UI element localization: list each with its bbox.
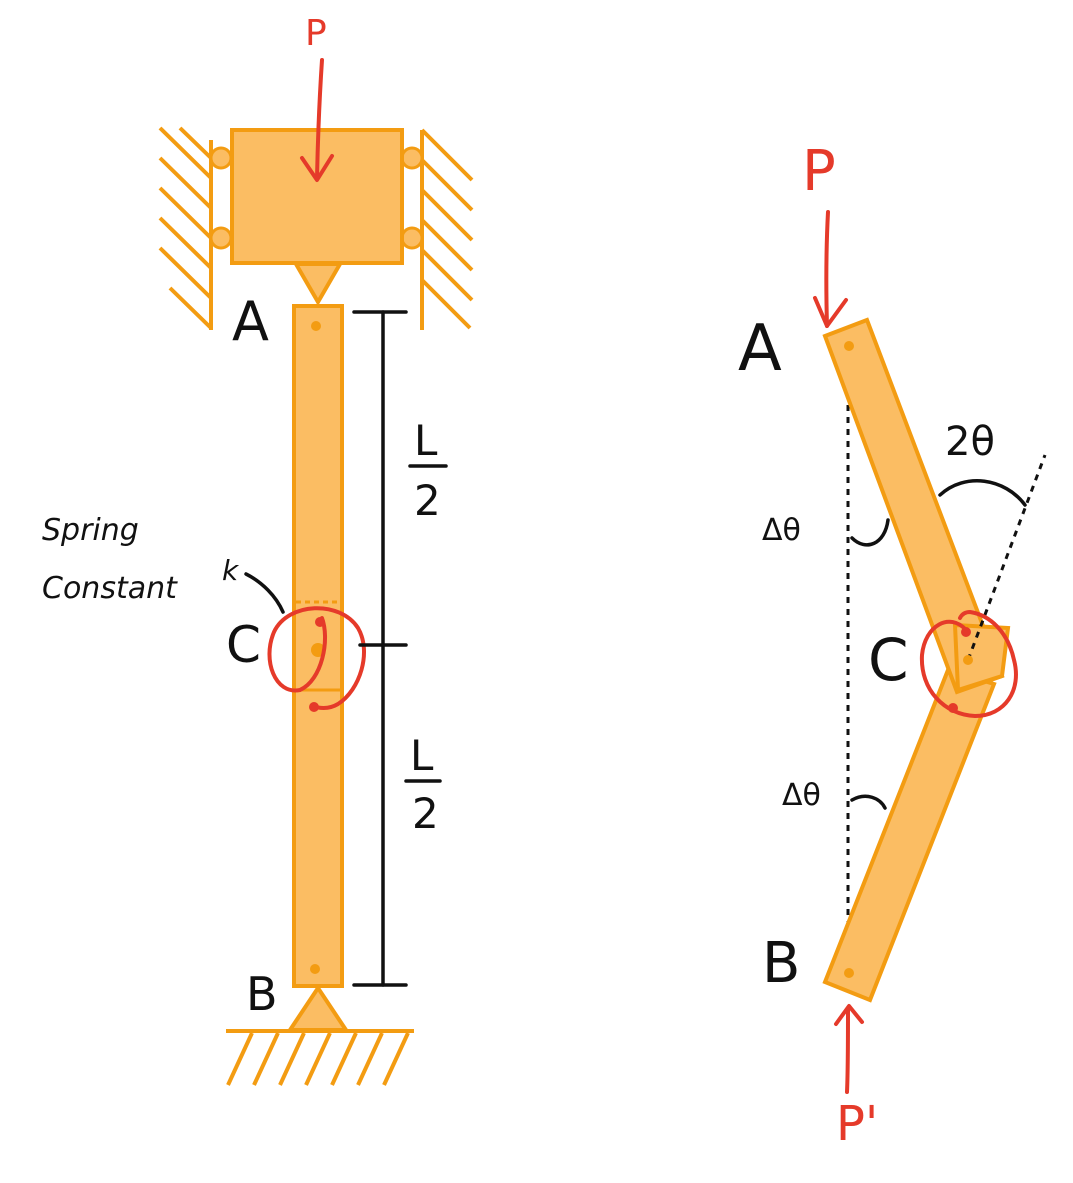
bottom-pin-support — [286, 984, 350, 1032]
rotational-spring-icon — [267, 606, 367, 710]
svg-text:2: 2 — [414, 476, 441, 525]
right-pin-b-dot — [844, 968, 854, 978]
right-top-load-arrow — [813, 210, 848, 328]
right-pin-c-dot — [963, 655, 973, 665]
right-bottom-load-arrow — [834, 1004, 864, 1094]
svg-text:2: 2 — [412, 789, 439, 838]
left-load-arrow — [300, 58, 334, 182]
spring-constant-k: k — [222, 554, 240, 587]
top-pin-support — [292, 262, 344, 306]
left-label-a: A — [232, 290, 269, 353]
left-label-c: C — [226, 616, 261, 674]
spring-end-dot-top — [315, 617, 325, 627]
upper-length-fraction: L 2 — [408, 416, 448, 525]
hinge-angle-arc — [938, 479, 1027, 507]
ground-hatch — [226, 1032, 410, 1086]
spring-leader-line — [244, 572, 285, 614]
right-spring-dot-top — [961, 627, 971, 637]
upper-angle-arc — [850, 518, 890, 547]
upper-angle-label: Δθ — [762, 513, 801, 548]
length-dimension — [352, 310, 408, 987]
left-figure: P A C B L 2 L 2 Spring Constant k — [42, 13, 474, 1086]
svg-text:L: L — [414, 416, 438, 465]
extension-reference-line — [966, 454, 1047, 661]
lower-member — [822, 667, 997, 1003]
right-figure: P P' A C B Δθ Δθ 2θ — [738, 139, 1047, 1152]
pin-b-dot — [310, 964, 320, 974]
right-pin-a-dot — [844, 341, 854, 351]
right-rotational-spring-icon — [919, 610, 1018, 718]
right-wall-hatch — [420, 128, 474, 330]
lower-angle-label: Δθ — [782, 778, 821, 813]
hinge-angle-label: 2θ — [945, 419, 995, 465]
spring-end-dot-bottom — [309, 702, 319, 712]
right-spring-dot-bottom — [948, 703, 958, 713]
right-label-a: A — [738, 312, 782, 386]
right-top-load-label: P — [802, 139, 836, 204]
svg-text:L: L — [410, 731, 434, 780]
pin-a-dot — [311, 321, 321, 331]
right-label-b: B — [762, 931, 800, 996]
hinge-plate — [952, 622, 1011, 693]
lower-angle-arc — [850, 794, 887, 810]
left-wall-hatch — [158, 126, 213, 330]
spring-label-line1: Spring — [42, 513, 139, 548]
left-load-label: P — [305, 13, 327, 54]
lower-length-fraction: L 2 — [404, 731, 442, 838]
right-label-c: C — [868, 626, 909, 694]
right-bottom-load-label: P' — [836, 1096, 878, 1152]
spring-label-line2: Constant — [42, 571, 178, 606]
left-label-b: B — [246, 967, 278, 1021]
